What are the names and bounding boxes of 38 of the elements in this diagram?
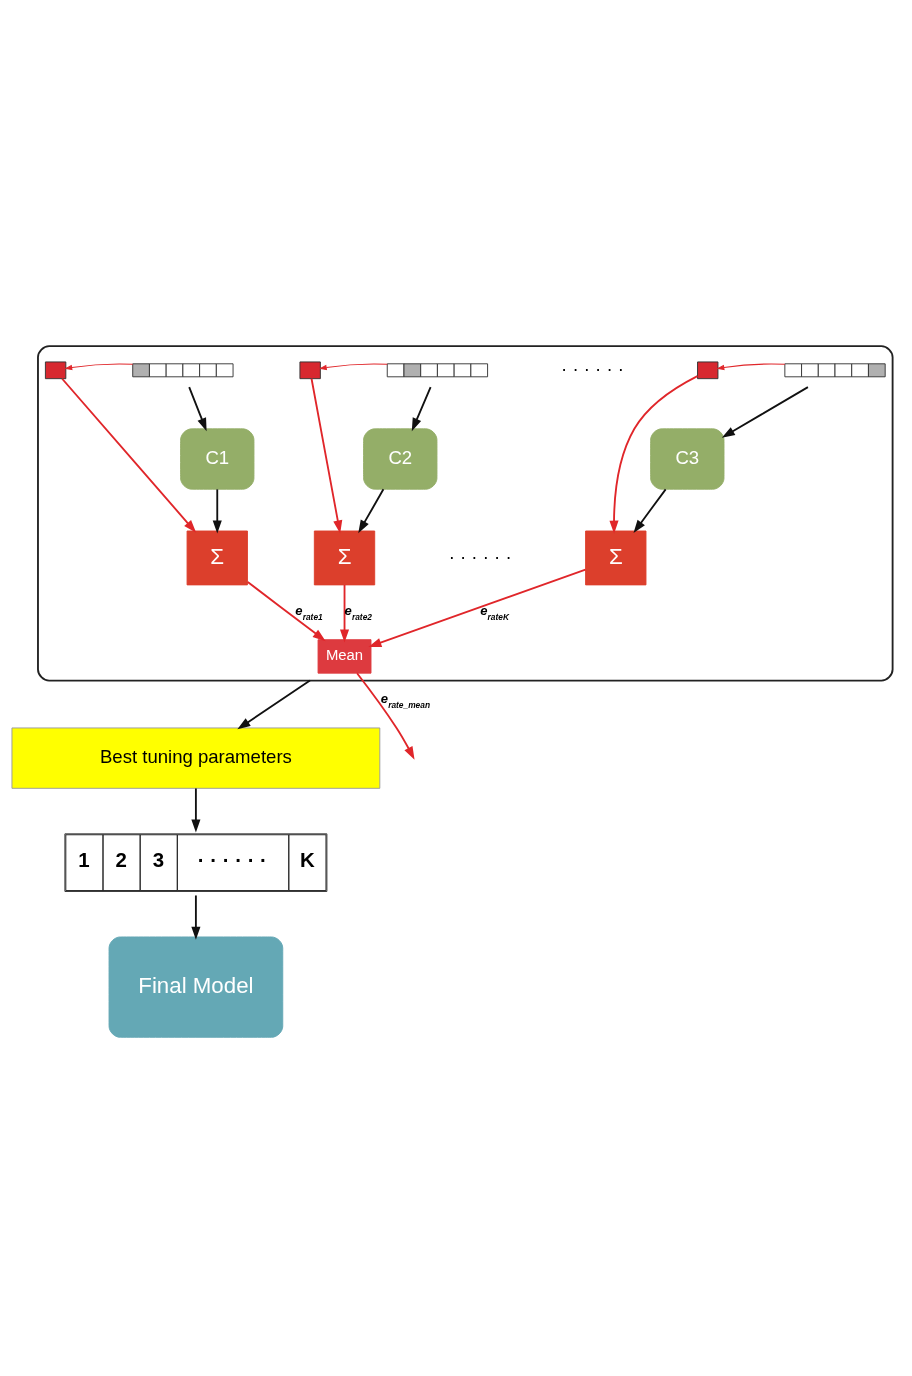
node-box: Σ	[186, 530, 248, 586]
arrow	[411, 386, 432, 432]
node-box: C1	[180, 428, 255, 490]
label: · · · · · ·	[448, 545, 512, 567]
node-box: Best tuning parameters	[11, 727, 381, 789]
arrow	[356, 672, 415, 760]
node-box: C2	[363, 428, 438, 490]
arrow	[633, 488, 667, 533]
node-box: C3	[650, 428, 725, 490]
arrow	[246, 581, 326, 642]
node-box	[44, 361, 67, 380]
node-box: Final Model	[108, 936, 284, 1038]
edge-label: e$_{rate_mean}$	[380, 691, 431, 711]
arrow	[191, 894, 201, 940]
arrow	[318, 363, 388, 371]
arrow	[64, 363, 134, 371]
arrow	[609, 375, 699, 534]
edge-label: e$_{rateK}$	[480, 602, 509, 622]
node-box: Σ	[313, 530, 376, 586]
node-box	[697, 361, 719, 380]
arrow	[237, 679, 311, 730]
edge-label: e$_{rate2}$	[344, 602, 372, 622]
arrow	[188, 386, 207, 432]
arrow	[368, 568, 587, 647]
node-box	[299, 361, 321, 380]
arrow	[721, 386, 809, 438]
arrow	[61, 377, 197, 533]
arrow	[358, 488, 385, 534]
arrow	[716, 363, 786, 371]
arrow	[310, 377, 343, 534]
cluster	[37, 345, 894, 682]
arrow	[212, 488, 222, 534]
node-box: Σ	[585, 530, 647, 586]
label: · · · · · ·	[561, 357, 624, 379]
arrow	[339, 584, 350, 643]
arrow	[191, 787, 201, 833]
node-box: Mean	[317, 639, 372, 674]
edge-label: e$_{rate1}$	[295, 602, 323, 622]
